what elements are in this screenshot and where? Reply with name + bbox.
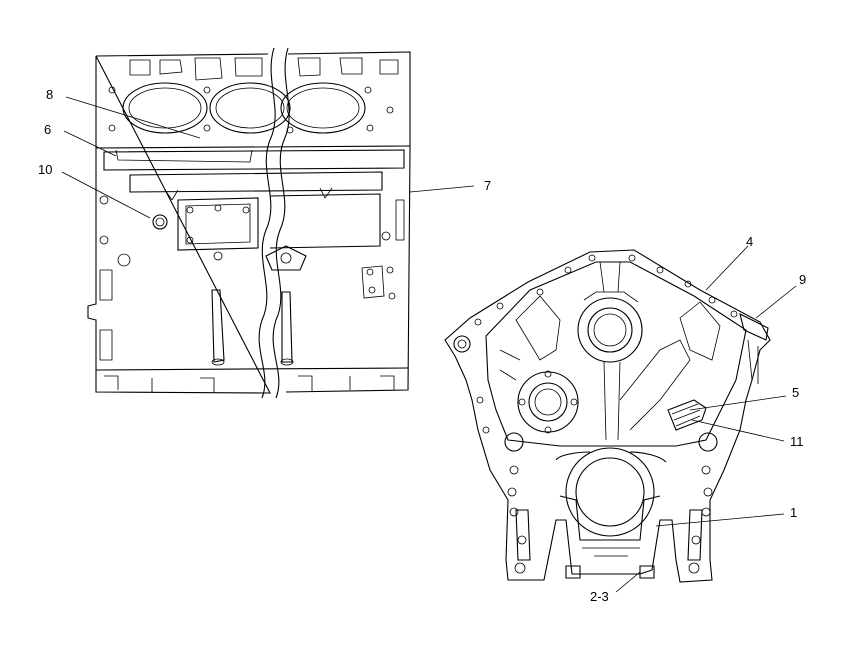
callout-9: 9 [799,272,807,287]
leader-2-3 [615,571,641,593]
leader-7 [409,185,475,193]
leader-9 [755,285,797,319]
leader-lines [61,96,797,593]
leader-10 [61,171,151,219]
callout-8: 8 [46,87,54,102]
leader-1 [655,513,785,527]
block-front-outline [444,249,771,583]
block-side-outline [87,47,411,399]
leader-6 [63,130,117,157]
leader-4 [705,245,749,291]
leader-8 [65,96,201,139]
callout-4: 4 [746,234,754,249]
leader-11 [691,419,785,442]
callout-6: 6 [44,122,52,137]
leader-5 [689,395,787,411]
callout-10: 10 [38,162,53,177]
callout-5: 5 [792,385,800,400]
callout-7: 7 [484,178,492,193]
callout-1: 1 [790,505,798,520]
callout-2-3: 2-3 [590,589,609,604]
callout-11: 11 [790,434,804,449]
